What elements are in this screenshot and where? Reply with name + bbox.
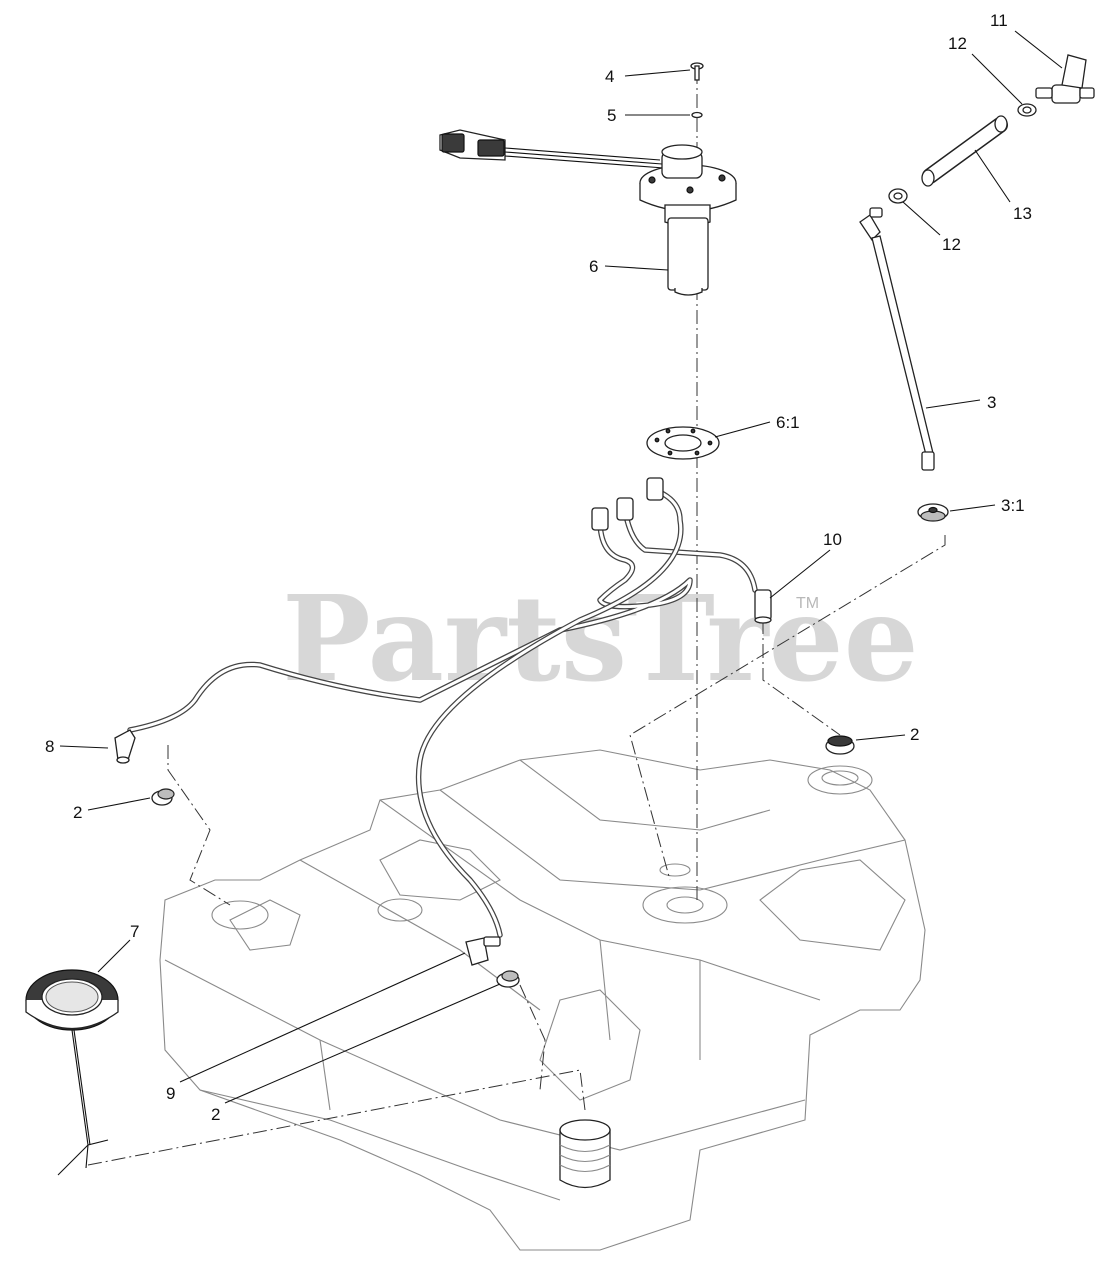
part-3-1-grommet (917, 503, 949, 522)
callout-11: 11 (990, 11, 1008, 30)
part-2-grommet-center (496, 970, 520, 988)
callout-2-right: 2 (910, 725, 919, 744)
part-8-elbow-fitting (114, 729, 136, 764)
callout-labels: 4 5 6 6:1 11 12 13 12 3 3:1 10 2 8 2 7 9… (45, 11, 1032, 1124)
callout-3: 3 (987, 393, 996, 412)
part-11-shutoff-valve (1035, 54, 1095, 104)
fuel-tank (159, 749, 926, 1251)
part-7-fuel-cap (25, 969, 119, 1176)
callout-5: 5 (607, 106, 616, 125)
filler-neck (559, 1119, 611, 1189)
callout-12-lower: 12 (942, 235, 961, 254)
callout-10: 10 (823, 530, 842, 549)
part-9-fitting (465, 936, 501, 966)
callout-6: 6 (589, 257, 598, 276)
part-4-screw (690, 62, 704, 81)
callout-13: 13 (1013, 204, 1032, 223)
callout-4: 4 (605, 67, 614, 86)
part-6-fuel-sender (439, 129, 737, 296)
part-5-washer (691, 111, 703, 119)
part-3-pickup-tube (859, 207, 935, 471)
callout-8: 8 (45, 737, 54, 756)
trademark-mark: TM (796, 595, 819, 612)
part-2-grommet-right (825, 735, 855, 755)
part-10-elbow-fitting (754, 589, 772, 624)
callout-7: 7 (130, 922, 139, 941)
callout-2-center: 2 (211, 1105, 220, 1124)
part-2-grommet-left (151, 788, 175, 806)
parts-tree-watermark: PartsTree (282, 569, 919, 708)
fuel-lines (127, 477, 758, 938)
callout-leaders (59, 30, 1063, 1104)
callout-12-upper: 12 (948, 34, 967, 53)
callout-2-left: 2 (73, 803, 82, 822)
callout-3-1: 3:1 (1001, 496, 1025, 515)
part-12-hose-clamp-upper (1017, 103, 1037, 117)
part-12-hose-clamp-lower (888, 188, 908, 204)
callout-9: 9 (166, 1084, 175, 1103)
part-6-1-gasket (646, 426, 720, 460)
part-13-fuel-hose (921, 115, 1008, 187)
callout-6-1: 6:1 (776, 413, 800, 432)
